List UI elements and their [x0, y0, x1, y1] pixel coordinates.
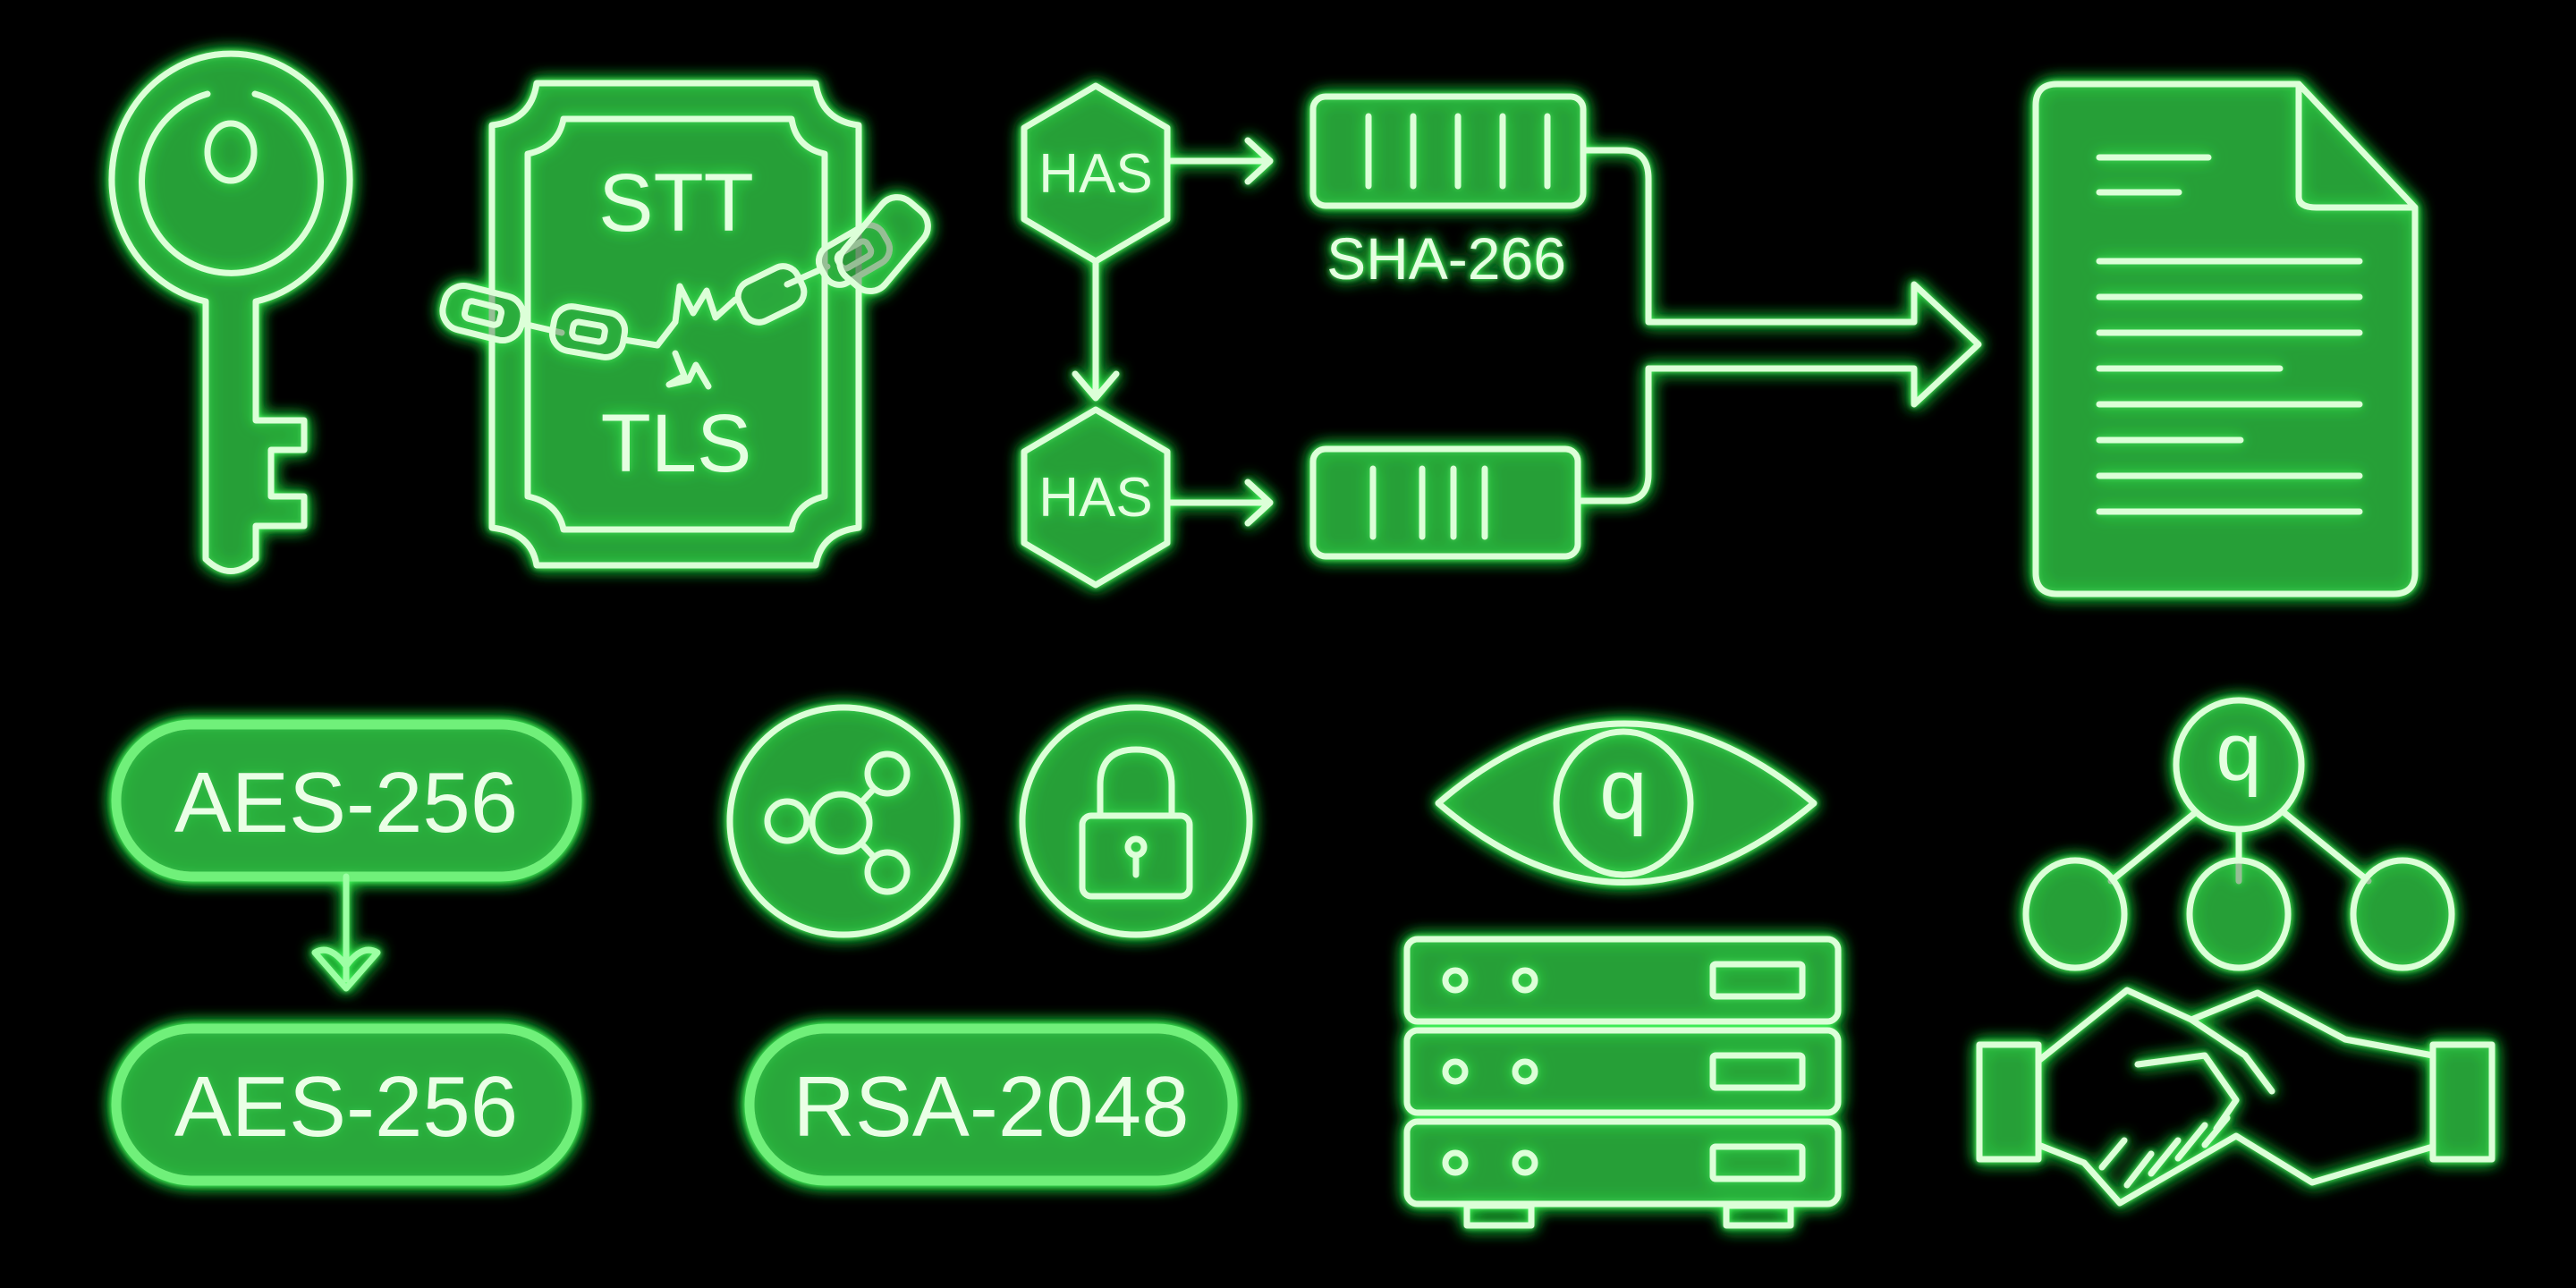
rsa-pill: RSA-2048 — [744, 1023, 1238, 1186]
certificate-top-text: STT — [598, 157, 754, 249]
aes-pill-bottom: AES-256 — [111, 1023, 582, 1186]
broken-chain-certificate-icon: STT TLS — [439, 80, 931, 569]
chain-left — [439, 283, 661, 360]
handshake-icon — [1976, 987, 2496, 1207]
aes-pill-bottom-label: AES-256 — [174, 1059, 518, 1155]
padlock-icon — [1019, 704, 1253, 938]
hash-node-top-label: HAS — [1038, 143, 1152, 205]
merge-arrow — [1574, 147, 1982, 504]
aes-pill-top-label: AES-256 — [174, 755, 518, 851]
rsa-pill-label: RSA-2048 — [793, 1059, 1190, 1155]
hash-node-bottom: HAS — [1021, 406, 1171, 589]
key-icon — [108, 50, 353, 574]
chain-right — [734, 194, 931, 326]
server-unit-2 — [1403, 1027, 1842, 1116]
server-stack-icon — [1403, 936, 1842, 1229]
hierarchy-tree-icon: q — [2022, 697, 2455, 971]
document-icon — [2032, 80, 2419, 597]
share-network-icon — [726, 704, 961, 938]
aes-flow: AES-256 AES-256 — [111, 719, 582, 1186]
tree-root-symbol: q — [2216, 707, 2261, 798]
aes-pill-top: AES-256 — [111, 719, 582, 882]
hash-bar-bottom — [1309, 445, 1581, 560]
hash-bar-top — [1309, 93, 1587, 209]
certificate-bottom-text: TLS — [601, 398, 752, 489]
eye-symbol: q — [1599, 741, 1647, 837]
eye-icon: q — [1435, 720, 1818, 886]
server-unit-3 — [1403, 1118, 1842, 1208]
hash-node-bottom-label: HAS — [1038, 467, 1152, 529]
server-unit-1 — [1403, 936, 1842, 1025]
hash-flow-diagram: HAS SHA-266 HAS — [1021, 82, 1982, 589]
hash-algorithm-label: SHA-266 — [1326, 225, 1566, 292]
hash-node-top: HAS — [1021, 82, 1171, 265]
